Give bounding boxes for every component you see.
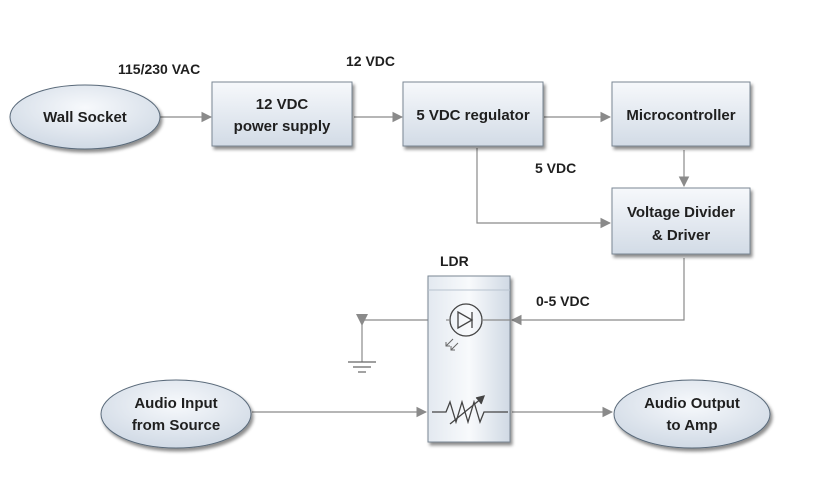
power-supply-label-line2: power supply — [234, 118, 331, 135]
ground-top-marker — [356, 314, 368, 326]
voltage-divider-label-line1: Voltage Divider — [627, 204, 735, 221]
audio-input-label-line2: from Source — [132, 417, 220, 434]
power-supply-label-line1: 12 VDC — [256, 96, 309, 113]
arrow-divider-to-ldr — [510, 258, 685, 326]
led-diode-icon — [446, 303, 512, 337]
variable-resistor-icon — [432, 395, 508, 425]
supply-output-label: 12 VDC — [346, 53, 395, 69]
audio-input-label-line1: Audio Input — [134, 395, 217, 412]
audio-output-label-line1: Audio Output — [644, 395, 740, 412]
regulator-output-label: 5 VDC — [535, 160, 576, 176]
regulator-label: 5 VDC regulator — [416, 107, 530, 124]
audio-input-node: Audio Input from Source — [100, 379, 252, 449]
ldr-node — [427, 275, 512, 443]
light-emission-icon — [445, 338, 459, 351]
microcontroller-node: Microcontroller — [611, 81, 751, 147]
arrow-regulator-to-divider — [476, 148, 612, 229]
voltage-divider-node: Voltage Divider & Driver — [611, 187, 751, 255]
wall-socket-label: Wall Socket — [43, 109, 127, 126]
ldr-label: LDR — [440, 253, 469, 269]
connectors — [160, 111, 690, 418]
voltage-divider-label-line2: & Driver — [652, 227, 711, 244]
audio-output-node: Audio Output to Amp — [613, 379, 771, 449]
ac-input-label: 115/230 VAC — [118, 61, 200, 77]
power-supply-node: 12 VDC power supply — [211, 81, 353, 147]
regulator-node: 5 VDC regulator — [402, 81, 544, 147]
control-voltage-label: 0-5 VDC — [536, 293, 590, 309]
audio-output-label-line2: to Amp — [666, 417, 717, 434]
ground-icon — [348, 361, 376, 373]
microcontroller-label: Microcontroller — [626, 107, 735, 124]
wall-socket-node: Wall Socket — [9, 84, 161, 150]
